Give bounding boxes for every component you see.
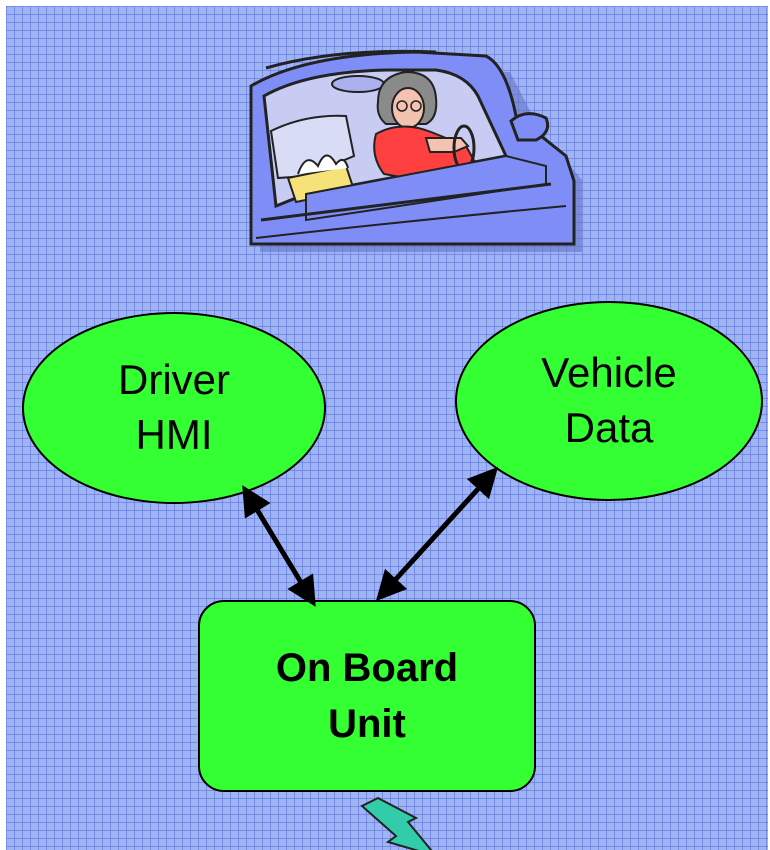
- vehicle-data-label: Vehicle Data: [541, 349, 677, 451]
- driver-hmi-label: Driver HMI: [118, 356, 230, 458]
- diagram-canvas: Driver HMI Vehicle Data On Board Unit: [6, 6, 768, 850]
- lightning-bolt-icon: [360, 796, 433, 850]
- driver-hmi-node: Driver HMI: [22, 312, 326, 504]
- arrow-vehicle-data-obu: [375, 466, 499, 602]
- on-board-unit-node: On Board Unit: [198, 600, 536, 792]
- on-board-unit-label: On Board Unit: [275, 646, 459, 746]
- vehicle-data-node: Vehicle Data: [455, 301, 763, 501]
- arrow-driver-hmi-obu: [242, 485, 316, 607]
